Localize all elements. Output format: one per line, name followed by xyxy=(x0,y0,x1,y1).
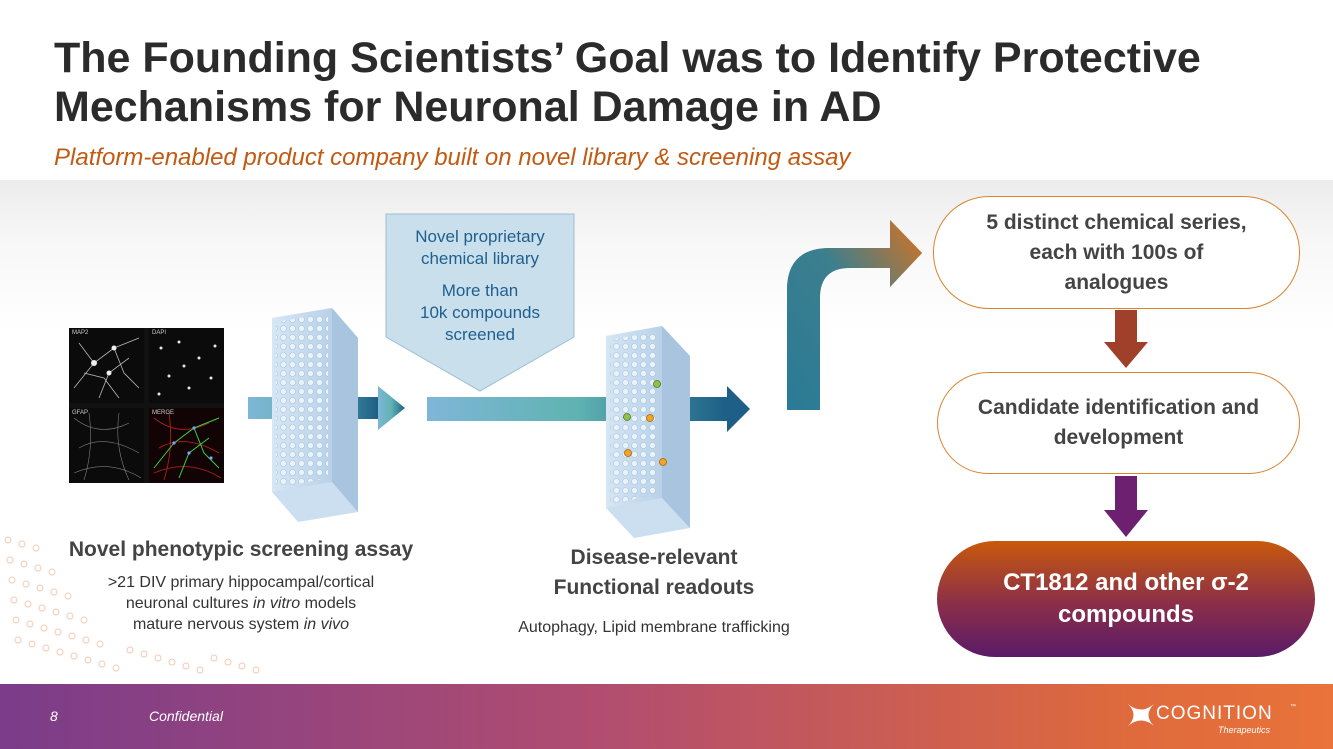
readouts-heading-line-2: Functional readouts xyxy=(553,576,755,599)
assay-desc-line-1: >21 DIV primary hippocampal/cortical xyxy=(107,574,375,591)
micrograph-map2-panel: MAP2 xyxy=(69,328,144,403)
footer-bar: 8 Confidential COGNITION ™ Therapeutics xyxy=(0,684,1333,749)
pipeline-step-chemical-series: 5 distinct chemical series, each with 10… xyxy=(933,196,1300,309)
library-line-1: Novel proprietary xyxy=(415,227,545,246)
micrograph-dapi-panel: DAPI xyxy=(149,328,224,403)
step1-line-2: each with 100s of xyxy=(1029,240,1204,264)
readouts-caption: Disease-relevant Functional readouts Aut… xyxy=(470,543,838,637)
readouts-description: Autophagy, Lipid membrane trafficking xyxy=(518,619,790,636)
library-line-4: 10k compounds xyxy=(419,303,541,322)
confidential-label: Confidential xyxy=(149,708,223,724)
library-callout-text: Novel proprietary chemical library More … xyxy=(387,226,573,346)
step3-line-1: CT1812 and other σ-2 xyxy=(1003,569,1249,596)
micrograph-label-3: GFAP xyxy=(72,410,89,416)
step1-line-1: 5 distinct chemical series, xyxy=(986,210,1247,234)
assay-desc-italic: in vitro xyxy=(253,595,301,612)
well-plate-1 xyxy=(272,308,358,522)
cognition-x-icon xyxy=(1128,704,1154,726)
library-line-2: chemical library xyxy=(420,249,540,268)
title-line-2: Mechanisms for Neuronal Damage in AD xyxy=(54,83,882,131)
logo-trademark: ™ xyxy=(1290,704,1296,710)
logo-name: COGNITION xyxy=(1156,703,1273,724)
slide-subtitle: Platform-enabled product company built o… xyxy=(54,144,851,171)
micrograph-merge-panel: MERGE xyxy=(149,408,224,483)
micrograph-label-2: DAPI xyxy=(152,330,167,336)
library-line-5: screened xyxy=(445,325,515,344)
screening-assay-description: >21 DIV primary hippocampal/cortical neu… xyxy=(26,572,456,635)
step3-line-2: compounds xyxy=(1058,601,1194,628)
flow-arrow-middle xyxy=(427,386,750,432)
library-callout-shape xyxy=(385,213,575,392)
step2-line-2: development xyxy=(1053,426,1184,449)
readouts-heading-line-1: Disease-relevant xyxy=(570,546,738,569)
library-line-3: More than xyxy=(441,281,519,300)
down-arrow-2 xyxy=(1104,476,1148,537)
page-number: 8 xyxy=(50,708,58,724)
company-logo: COGNITION ™ Therapeutics xyxy=(1126,698,1296,738)
screening-assay-heading: Novel phenotypic screening assay xyxy=(68,538,414,561)
step1-line-3: analogues xyxy=(1064,270,1169,294)
logo-subtitle: Therapeutics xyxy=(1218,725,1271,735)
assay-desc-italic: in vivo xyxy=(303,616,350,633)
screening-assay-caption: Novel phenotypic screening assay >21 DIV… xyxy=(26,538,456,635)
assay-desc-text: mature nervous system xyxy=(132,616,304,633)
micrograph-gfap-panel: GFAP xyxy=(69,408,144,483)
decorative-dot-pattern xyxy=(4,536,260,674)
assay-desc-line-3: mature nervous system in vivo xyxy=(26,614,456,635)
slide-title: The Founding Scientists’ Goal was to Ide… xyxy=(54,34,1294,132)
neuron-micrograph: MAP2 DAPI GFAP MERGE xyxy=(69,328,224,483)
assay-desc-line-2: neuronal cultures in vitro models xyxy=(26,593,456,614)
assay-desc-text: neuronal cultures xyxy=(125,595,254,612)
readouts-heading: Disease-relevant Functional readouts xyxy=(470,543,838,603)
down-arrow-1 xyxy=(1104,310,1148,368)
micrograph-label-1: MAP2 xyxy=(72,330,89,336)
title-line-1: The Founding Scientists’ Goal was to Ide… xyxy=(54,34,1201,82)
pipeline-step-ct1812: CT1812 and other σ-2 compounds xyxy=(937,541,1315,657)
micrograph-label-4: MERGE xyxy=(152,410,175,416)
assay-desc-text: models xyxy=(300,595,357,612)
step2-line-1: Candidate identification and xyxy=(977,396,1260,419)
well-plate-2 xyxy=(606,326,690,538)
pipeline-step-candidate-identification: Candidate identification and development xyxy=(937,372,1300,474)
